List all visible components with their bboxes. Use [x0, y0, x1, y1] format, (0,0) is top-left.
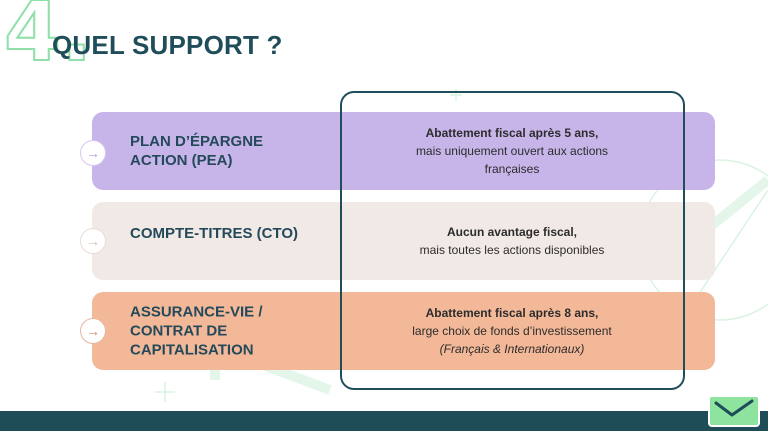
desc-line-assurance-vie-1: large choix de fonds d’investissement — [412, 324, 612, 338]
row-desc-pea: Abattement fiscal après 5 ans, mais uniq… — [342, 124, 682, 178]
row-label-pea: PLAN D’ÉPARGNE ACTION (PEA) — [130, 133, 264, 169]
row-assurance-vie: ASSURANCE-VIE / CONTRAT DE CAPITALISATIO… — [92, 292, 715, 370]
footer-bar — [0, 411, 768, 431]
desc-bold-assurance-vie: Abattement fiscal après 8 ans, — [425, 306, 599, 320]
slide-number: 4. — [3, 0, 93, 80]
row-desc-cto: Aucun avantage fiscal, mais toutes les a… — [342, 223, 682, 259]
arrow-right-icon[interactable]: → — [80, 318, 106, 344]
desc-italic-assurance-vie: (Français & Internationaux) — [439, 342, 585, 356]
row-desc-assurance-vie: Abattement fiscal après 8 ans, large cho… — [342, 304, 682, 358]
desc-line-pea-1: mais uniquement ouvert aux actions — [415, 144, 609, 158]
arrow-right-icon[interactable]: → — [80, 228, 106, 254]
desc-line-cto-1: mais toutes les actions disponibles — [419, 243, 605, 257]
row-pea: PLAN D’ÉPARGNE ACTION (PEA) Abattement f… — [92, 112, 715, 190]
desc-bold-cto: Aucun avantage fiscal, — [446, 225, 578, 239]
row-cto: COMPTE-TITRES (CTO) Aucun avantage fisca… — [92, 202, 715, 280]
highlight-frame — [340, 91, 685, 390]
row-label-assurance-vie: ASSURANCE-VIE / CONTRAT DE CAPITALISATIO… — [130, 303, 263, 359]
envelope-check-icon — [708, 395, 760, 427]
arrow-right-icon[interactable]: → — [80, 140, 106, 166]
row-label-cto: COMPTE-TITRES (CTO) — [130, 225, 299, 242]
desc-line-pea-2: françaises — [484, 162, 540, 176]
page-title: QUEL SUPPORT ? — [52, 30, 283, 60]
desc-bold-pea: Abattement fiscal après 5 ans, — [425, 126, 599, 140]
